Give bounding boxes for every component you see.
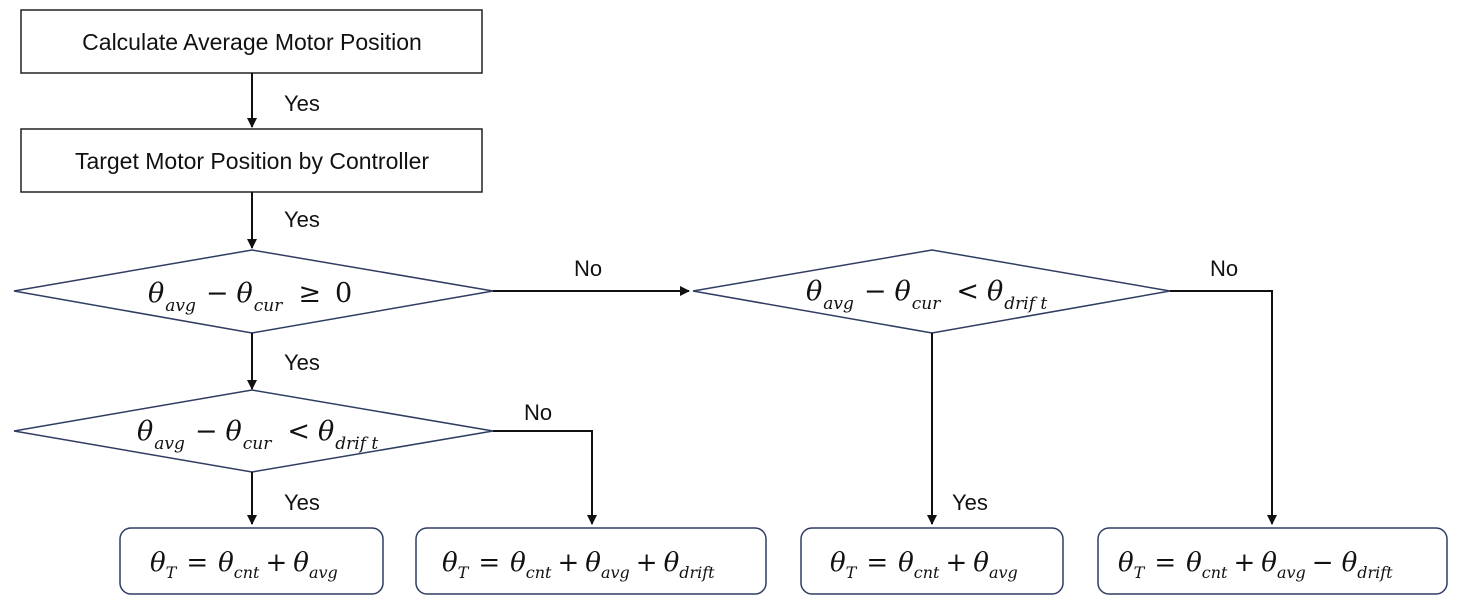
target-pos-box	[20, 128, 483, 193]
result1-box	[119, 527, 384, 595]
result4-formula: θT=θcnt+θavg−θdrift	[1118, 548, 1393, 582]
no-label-2: No	[524, 400, 552, 425]
yes-label-3: Yes	[284, 350, 320, 375]
decision1-condition: θavg−θcur≥0	[148, 278, 352, 316]
result4-box	[1097, 527, 1448, 595]
yes-label-2: Yes	[284, 207, 320, 232]
svg-text:θavg−θcur<θdrif t: θavg−θcur<θdrif t	[137, 416, 378, 454]
target-pos-label: Target Motor Position by Controller	[75, 148, 429, 174]
svg-text:θT=θcnt+θavg−θdrift: θT=θcnt+θavg−θdrift	[1118, 548, 1393, 582]
svg-text:θT=θcnt+θavg: θT=θcnt+θavg	[830, 548, 1018, 582]
arrow-decision3-no	[1170, 290, 1277, 525]
no-label-1: No	[574, 256, 602, 281]
decision3-condition: θavg−θcur<θdrif t	[806, 276, 1047, 314]
no-label-3: No	[1210, 256, 1238, 281]
svg-text:θavg−θcur≥0: θavg−θcur≥0	[148, 278, 352, 316]
result3-box	[800, 527, 1064, 595]
decision3-diamond	[692, 249, 1171, 334]
result2-formula: θT=θcnt+θavg+θdrift	[442, 548, 715, 582]
svg-text:θT=θcnt+θavg: θT=θcnt+θavg	[150, 548, 338, 582]
decision1-diamond	[13, 249, 494, 334]
yes-label-1: Yes	[284, 91, 320, 116]
calc-avg-box	[20, 9, 483, 74]
result3-formula: θT=θcnt+θavg	[830, 548, 1018, 582]
yes-label-5: Yes	[952, 490, 988, 515]
calc-avg-label: Calculate Average Motor Position	[82, 29, 422, 55]
yes-label-4: Yes	[284, 490, 320, 515]
svg-text:θT=θcnt+θavg+θdrift: θT=θcnt+θavg+θdrift	[442, 548, 715, 582]
decision2-diamond	[13, 389, 494, 473]
svg-text:θavg−θcur<θdrif t: θavg−θcur<θdrif t	[806, 276, 1047, 314]
result1-formula: θT=θcnt+θavg	[150, 548, 338, 582]
result2-box	[415, 527, 767, 595]
arrow-decision2-no	[493, 430, 597, 525]
decision2-condition: θavg−θcur<θdrif t	[137, 416, 378, 454]
